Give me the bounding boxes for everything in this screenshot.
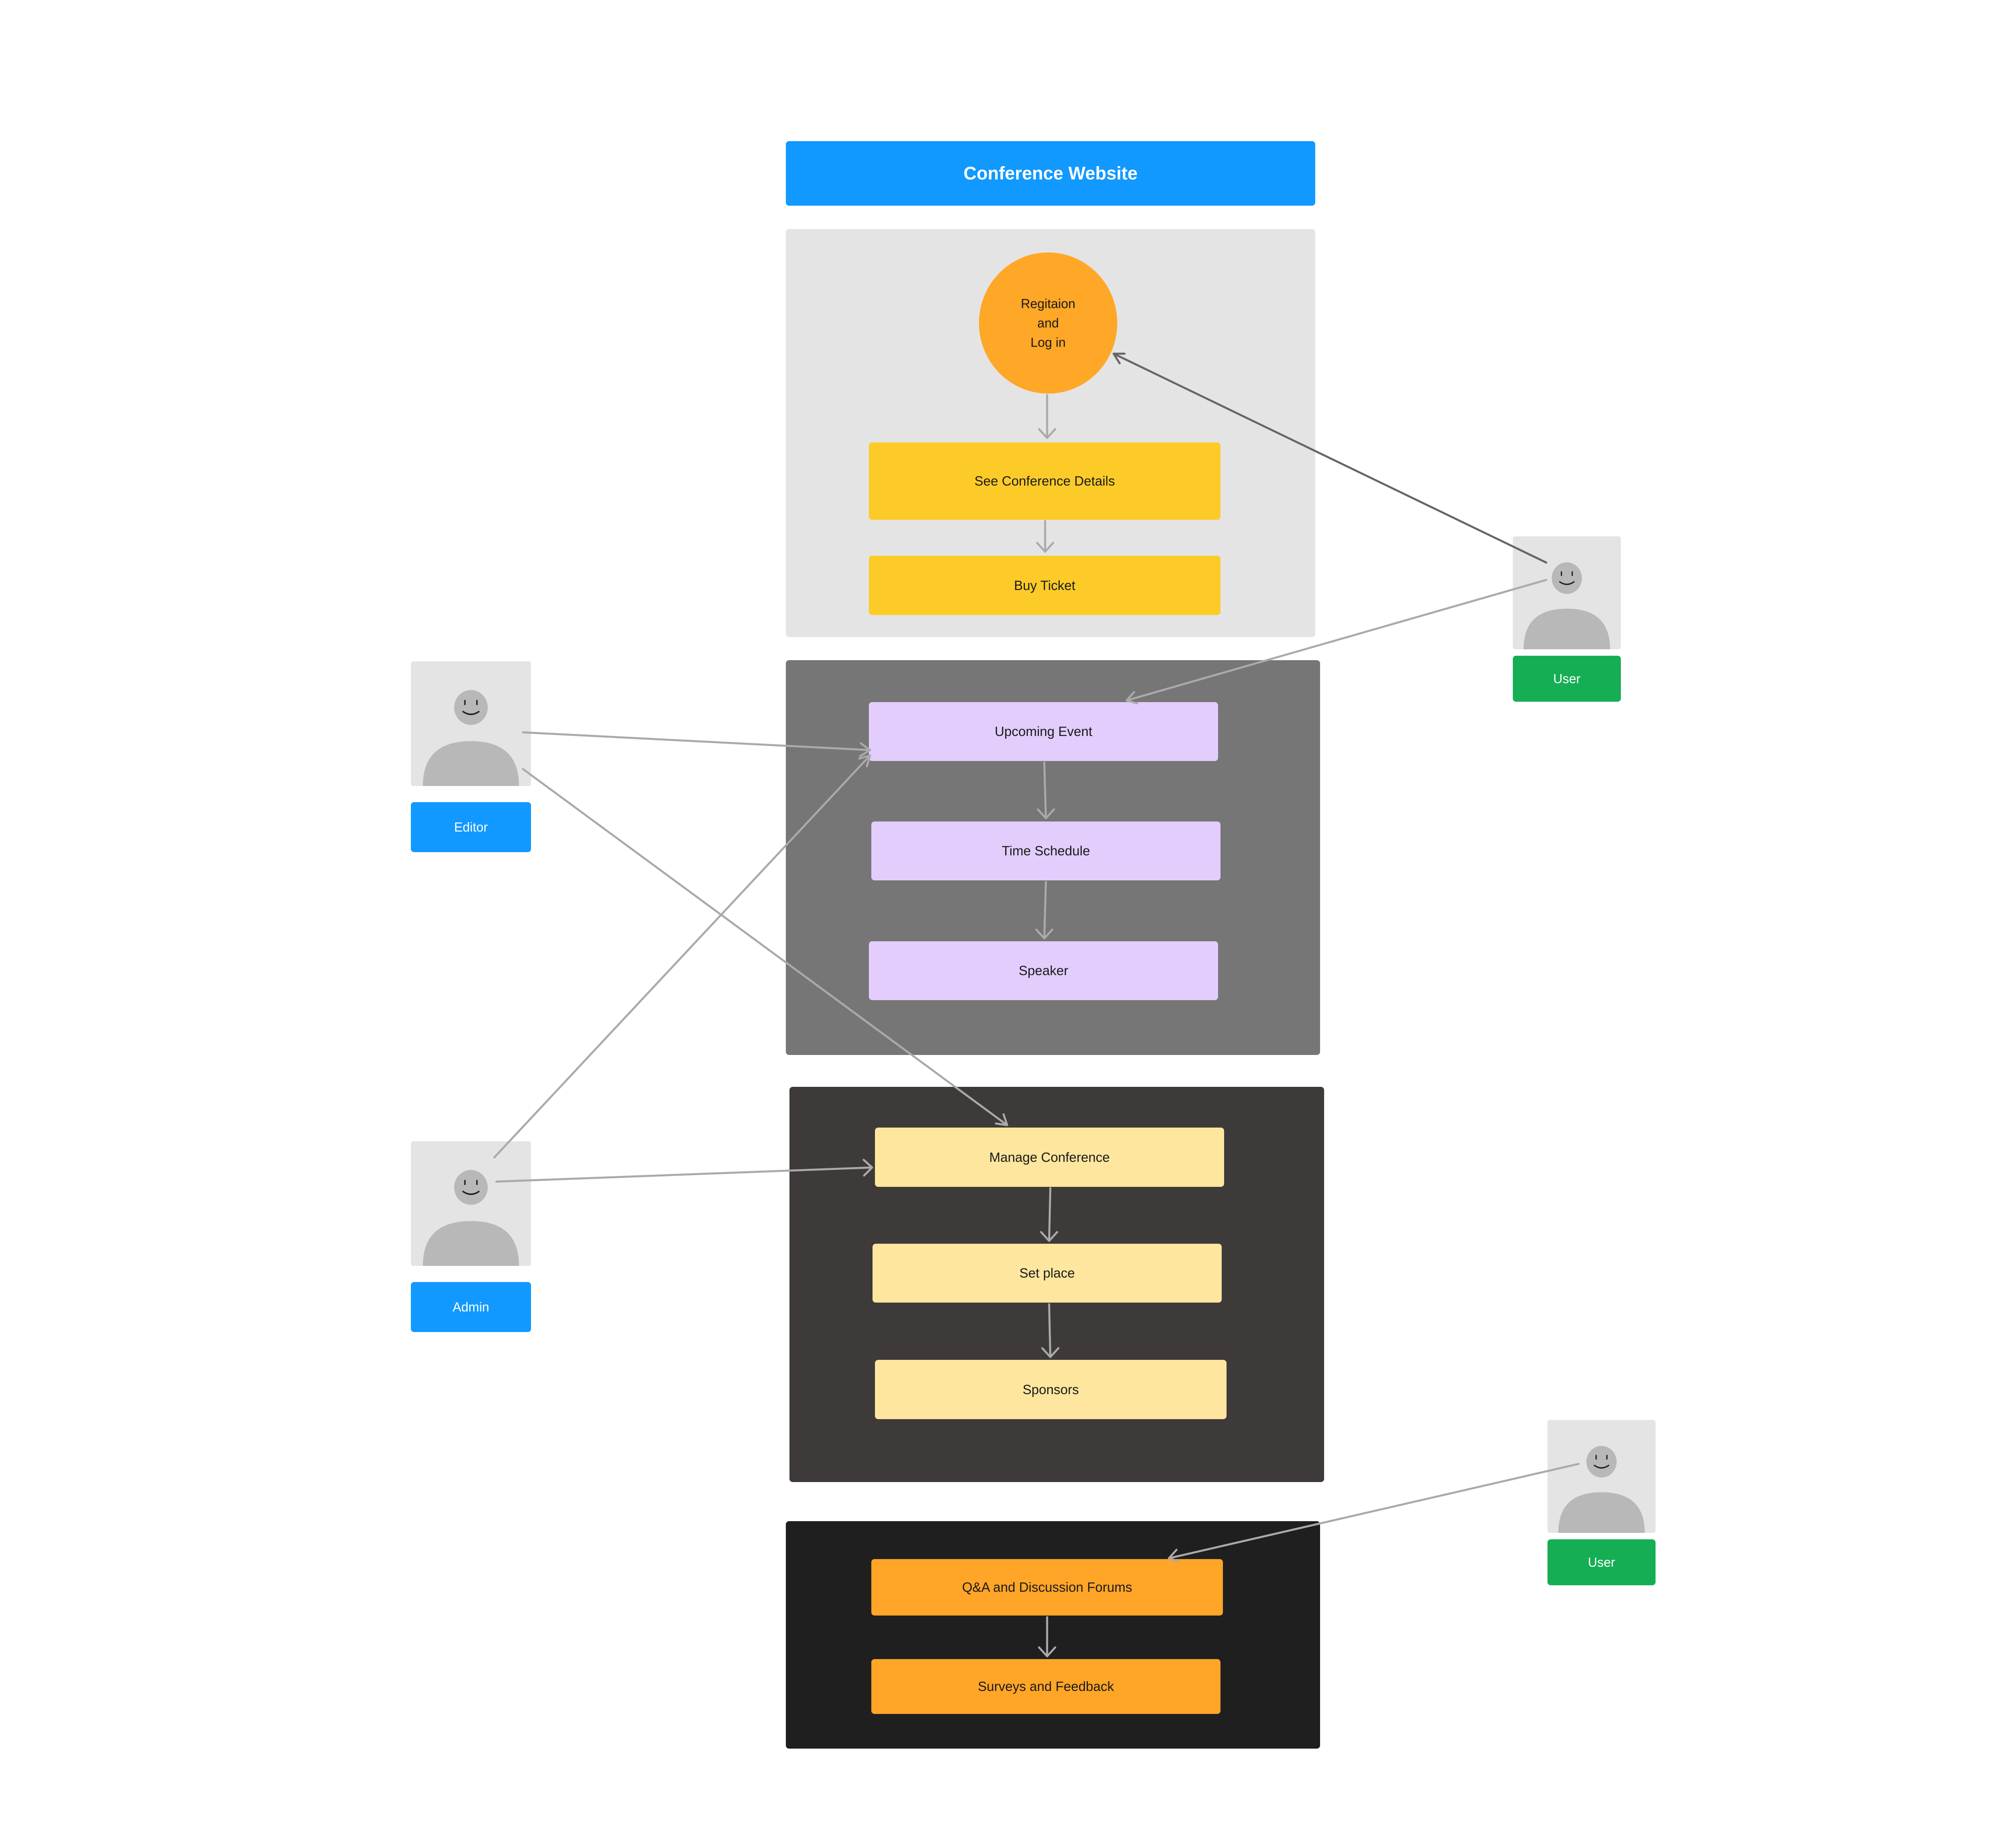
user-to-qa-connector bbox=[1168, 1463, 1580, 1563]
speaker-node[interactable]: Speaker bbox=[869, 941, 1218, 1000]
registration-line-3: Log in bbox=[1030, 335, 1066, 350]
editor-to-upcoming-connector bbox=[522, 731, 871, 757]
arrow-schedule-to-speaker bbox=[1035, 881, 1054, 940]
arrow-details-to-ticket bbox=[1036, 520, 1054, 553]
user-to-upcoming-connector bbox=[1125, 579, 1547, 705]
editor-label[interactable]: Editor bbox=[411, 802, 531, 852]
see-conference-details-node[interactable]: See Conference Details bbox=[869, 442, 1220, 520]
admin-to-manage-connector bbox=[495, 1159, 873, 1183]
dark-connectors bbox=[1112, 352, 1547, 564]
actor-connectors bbox=[493, 579, 1580, 1563]
admin-label[interactable]: Admin bbox=[411, 1282, 531, 1332]
arrow-qa-to-surveys bbox=[1038, 1616, 1056, 1657]
registration-node[interactable]: Regitaion and Log in bbox=[979, 252, 1117, 394]
arrow-registration-to-details bbox=[1038, 394, 1056, 439]
time-schedule-node[interactable]: Time Schedule bbox=[871, 821, 1220, 880]
qa-forums-node[interactable]: Q&A and Discussion Forums bbox=[871, 1559, 1223, 1616]
user-label[interactable]: User bbox=[1547, 1539, 1656, 1585]
buy-ticket-node[interactable]: Buy Ticket bbox=[869, 556, 1220, 615]
surveys-feedback-node[interactable]: Surveys and Feedback bbox=[871, 1659, 1220, 1714]
admin-to-upcoming-connector bbox=[493, 754, 871, 1159]
user-avatar-icon bbox=[1547, 1420, 1656, 1533]
set-place-node[interactable]: Set place bbox=[873, 1244, 1222, 1303]
editor-avatar-icon bbox=[411, 661, 531, 786]
arrow-place-to-sponsors bbox=[1041, 1303, 1060, 1358]
user-avatar-icon bbox=[1513, 536, 1621, 649]
upcoming-event-node[interactable]: Upcoming Event bbox=[869, 702, 1218, 761]
registration-line-1: Regitaion bbox=[1020, 296, 1076, 311]
editor-to-manage-connector bbox=[522, 768, 1008, 1126]
flow-arrows bbox=[1035, 394, 1060, 1657]
sponsors-node[interactable]: Sponsors bbox=[875, 1360, 1227, 1419]
admin-avatar-icon bbox=[411, 1141, 531, 1266]
arrow-upcoming-to-schedule bbox=[1037, 761, 1055, 819]
manage-conference-node[interactable]: Manage Conference bbox=[875, 1128, 1224, 1187]
arrow-manage-to-place bbox=[1040, 1187, 1058, 1242]
user-to-registration-connector bbox=[1112, 352, 1547, 564]
registration-line-2: and bbox=[1037, 316, 1059, 330]
page-title: Conference Website bbox=[786, 141, 1315, 206]
user-label[interactable]: User bbox=[1513, 656, 1621, 702]
